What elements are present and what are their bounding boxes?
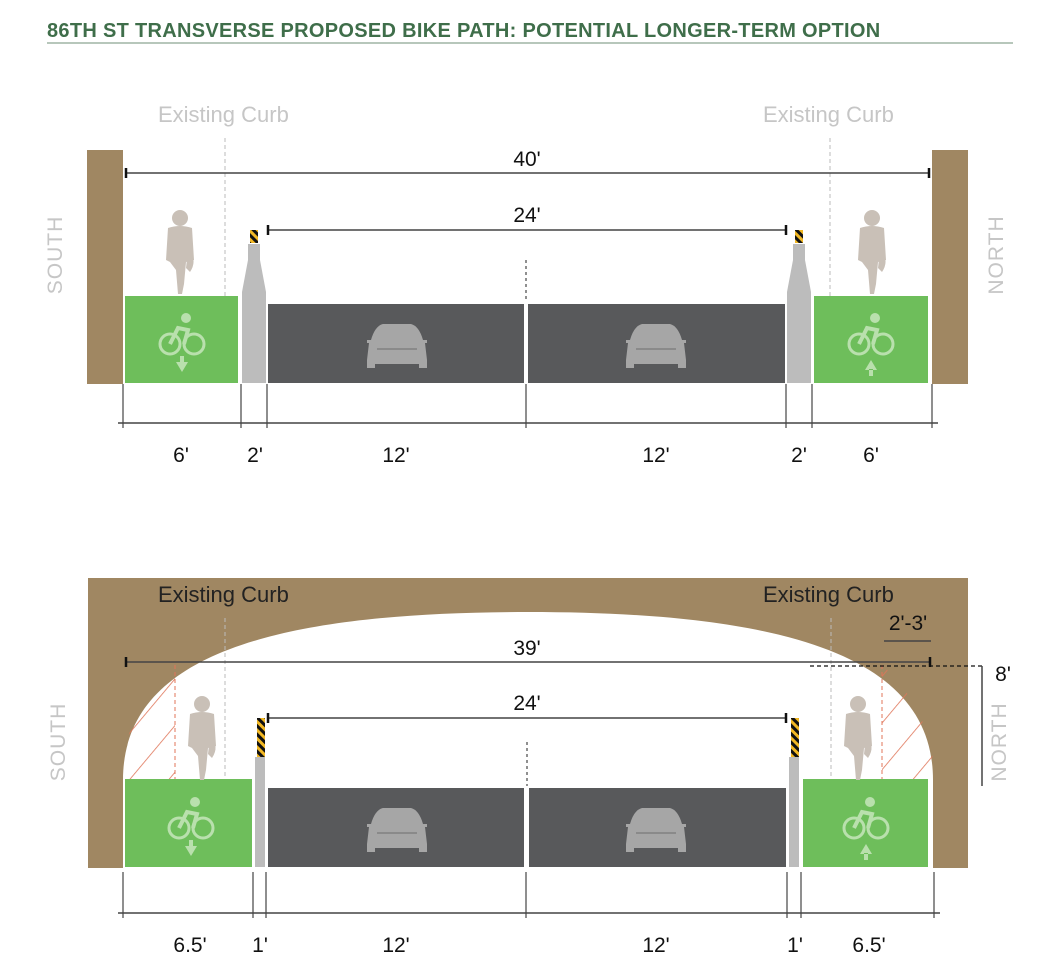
bottom-section: Existing Curb Existing Curb SOUTH NORTH … [47,578,1011,957]
arrow-down-icon [176,356,188,372]
barrier-north [787,244,811,383]
hatched-area-north [882,665,933,780]
arrow-up-icon [860,844,872,860]
tunnel-arch [88,578,968,868]
segment-label: 2' [791,444,807,467]
segment-label: 1' [787,934,803,957]
diagram-title: 86TH ST TRANSVERSE PROPOSED BIKE PATH: P… [47,20,881,42]
arrow-up-icon [865,360,877,376]
car-icon [367,808,427,852]
south-label: SOUTH [44,216,67,295]
cyclist-icon [844,696,872,780]
delineator-north [791,718,799,757]
total-width-label: 40' [513,148,540,171]
delineator-south [250,230,258,243]
arrow-down-icon [185,840,197,856]
total-width-label: 39' [513,637,540,660]
segment-label: 6' [173,444,189,467]
barrier-north [789,757,799,867]
segment-label: 12' [382,934,409,957]
segment-label: 1' [252,934,268,957]
existing-curb-right-label: Existing Curb [763,582,894,607]
barrier-south [242,244,266,383]
segment-label: 12' [642,444,669,467]
segment-label: 6' [863,444,879,467]
delineator-north [795,230,803,243]
travel-width-label: 24' [513,692,540,715]
barrier-south [255,757,265,867]
cyclist-icon [188,696,216,780]
car-icon [626,324,686,368]
south-wall [87,150,123,384]
existing-curb-right-label: Existing Curb [763,102,894,127]
cyclist-icon [858,210,886,294]
segment-label: 2' [247,444,263,467]
offset-label: 2'-3' [889,612,927,635]
car-icon [367,324,427,368]
segment-label: 6.5' [852,934,885,957]
height-label: 8' [995,663,1011,686]
car-icon [626,808,686,852]
travel-width-label: 24' [513,204,540,227]
segment-label: 12' [642,934,669,957]
north-label: NORTH [988,702,1011,781]
delineator-south [257,718,265,757]
existing-curb-left-label: Existing Curb [158,582,289,607]
hatched-area-south [123,665,175,780]
cyclist-icon [166,210,194,294]
bike-lane-north [814,296,928,383]
segment-label: 6.5' [173,934,206,957]
existing-curb-left-label: Existing Curb [158,102,289,127]
bike-lane-north [803,779,928,867]
north-label: NORTH [985,215,1008,294]
north-wall [932,150,968,384]
segment-label: 12' [382,444,409,467]
top-section: Existing Curb Existing Curb SOUTH NORTH … [44,102,1008,467]
south-label: SOUTH [47,703,70,782]
